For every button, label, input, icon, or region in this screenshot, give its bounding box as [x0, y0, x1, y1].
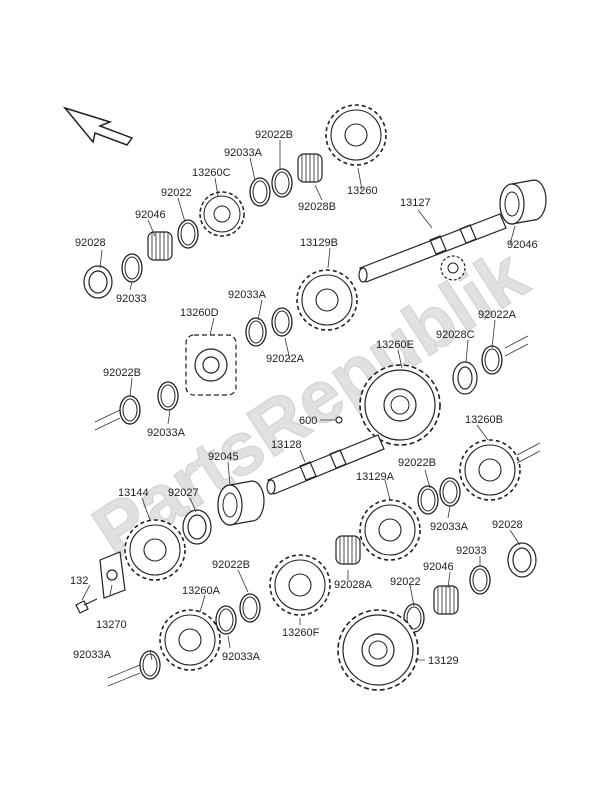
washer-92022b-top: [271, 168, 293, 198]
gear-icon: [440, 255, 466, 281]
label-92022-low: 92022: [390, 576, 421, 588]
collar-92027: [182, 509, 212, 545]
output-shaft: [358, 213, 507, 283]
label-92033a-bottom: 92033A: [73, 649, 112, 661]
pin-600: [335, 416, 343, 424]
bearing-92046-top: [499, 179, 547, 225]
gear-13260d: [185, 334, 237, 396]
label-92033a-mid: 92033A: [228, 289, 267, 301]
label-92028c: 92028C: [436, 329, 475, 341]
needle-bearing-92046-low: [433, 585, 459, 615]
circlip-92033a-left: [157, 381, 179, 411]
label-92022a-mid: 92022A: [266, 353, 305, 365]
washer-92022a-right: [481, 345, 503, 375]
circlip-92033-top: [121, 253, 143, 283]
gear-13260e: [359, 364, 441, 446]
label-92028b: 92028B: [298, 201, 336, 213]
label-13260c: 13260C: [192, 167, 231, 179]
gear-13260f: [269, 554, 331, 616]
gear-13129b: [296, 269, 358, 331]
washer-92022a-mid: [271, 307, 293, 337]
sprocket-13144: [124, 519, 186, 581]
front-direction-arrow-icon: [62, 106, 134, 146]
label-92022b-low: 92022B: [212, 559, 250, 571]
label-92033a-lowmid: 92033A: [222, 651, 261, 663]
part-labels: 92022B 92033A 13260C 92022 92046 92028 9…: [70, 129, 538, 667]
label-13260d: 13260D: [180, 307, 219, 319]
label-92028-right: 92028: [492, 519, 523, 531]
gear-13260c: [199, 191, 245, 237]
label-92046-low: 92046: [423, 561, 454, 573]
label-92033a-left: 92033A: [147, 427, 186, 439]
label-13260e: 13260E: [376, 339, 414, 351]
label-92022-top: 92022: [161, 187, 192, 199]
bolt-132: [75, 598, 98, 614]
label-92022b-left: 92022B: [103, 367, 141, 379]
circlip-92033a-bottom: [139, 650, 161, 680]
circlip-92033-lowright: [469, 565, 491, 595]
label-13260b: 13260B: [465, 414, 503, 426]
label-600: 600: [299, 415, 317, 427]
label-92027: 92027: [168, 487, 199, 499]
circlip-92033a-mid: [245, 317, 267, 347]
gear-13129a: [359, 499, 421, 561]
washer-92022b-lowright: [417, 485, 439, 515]
washer-92022-top: [177, 219, 199, 249]
lock-plate-13270: [99, 551, 126, 599]
bearing-92045: [217, 480, 265, 526]
label-92033a-right: 92033A: [430, 521, 469, 533]
label-92045: 92045: [208, 451, 239, 463]
collar-92028c: [452, 361, 478, 395]
label-13127: 13127: [400, 197, 431, 209]
label-92033-top: 92033: [116, 293, 147, 305]
washer-92022b-lowleft: [239, 593, 261, 623]
label-92046-right: 92046: [507, 239, 538, 251]
washer-92022b-left: [119, 395, 141, 425]
collar-92028-lowright: [507, 542, 537, 578]
label-13260f: 13260F: [282, 627, 320, 639]
label-13129-bottom: 13129: [428, 655, 459, 667]
label-92022b-top: 92022B: [255, 129, 293, 141]
gear-13260-top: [325, 104, 387, 166]
label-13260: 13260: [347, 185, 378, 197]
circlip-92033a-top: [249, 177, 271, 207]
label-92033-right: 92033: [456, 545, 487, 557]
circlip-92033a-lowright: [439, 477, 461, 507]
label-92022b-right: 92022B: [398, 457, 436, 469]
gear-13129-bottom: [337, 609, 419, 691]
drive-shaft: [266, 434, 385, 495]
gear-13260a: [159, 609, 221, 671]
label-13128: 13128: [271, 439, 302, 451]
collar-92028b: [297, 153, 323, 183]
label-92033a-top: 92033A: [224, 147, 263, 159]
gear-13260b: [459, 439, 521, 501]
needle-bearing-92046-top: [147, 231, 173, 261]
label-92022a-right: 92022A: [478, 309, 517, 321]
label-13129b: 13129B: [300, 237, 338, 249]
leader-lines: [81, 140, 521, 661]
label-13260a: 13260A: [182, 585, 221, 597]
label-92028a: 92028A: [334, 579, 373, 591]
label-13270: 13270: [96, 619, 127, 631]
label-13144: 13144: [118, 487, 149, 499]
label-13129a: 13129A: [356, 471, 395, 483]
label-92028-top: 92028: [75, 237, 106, 249]
collar-92028-top: [83, 265, 113, 299]
circlip-92033a-lowleft: [215, 605, 237, 635]
label-92046-top: 92046: [135, 209, 166, 221]
collar-92028a: [335, 535, 361, 565]
label-132: 132: [70, 575, 88, 587]
